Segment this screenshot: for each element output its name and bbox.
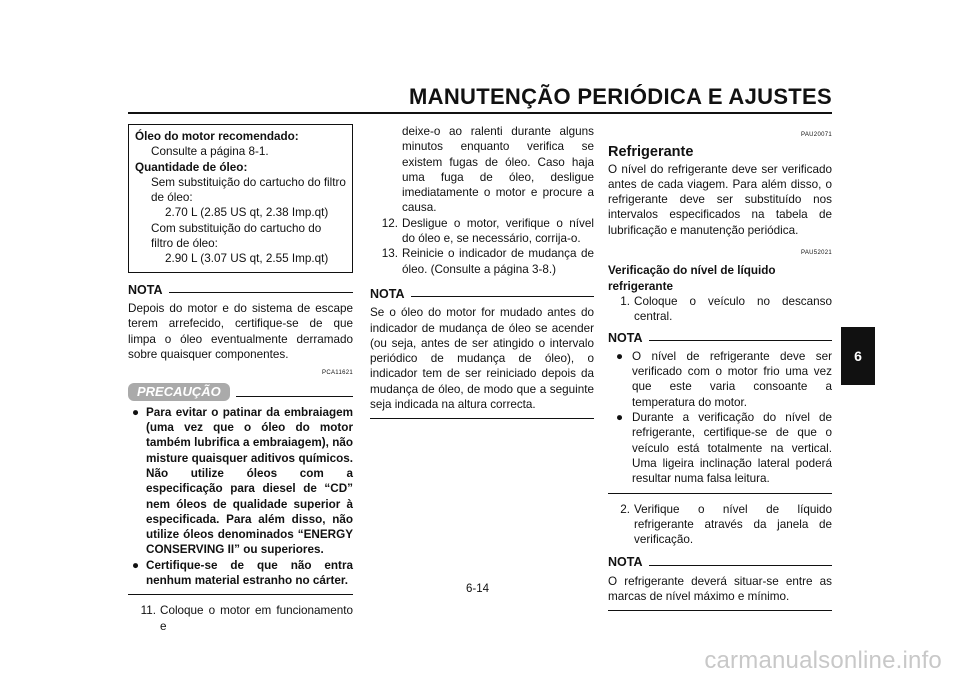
caution-heading: PRECAUÇÃO — [128, 383, 353, 401]
step-item: 1.Coloque o veículo no descanso central. — [620, 294, 832, 324]
ref-code: PAU20071 — [801, 132, 832, 138]
divider — [608, 492, 832, 494]
without-filter-value: 2.70 L (2.85 US qt, 2.38 Imp.qt) — [165, 206, 329, 220]
column-middle: deixe-o ao ralenti durante alguns minuto… — [370, 124, 594, 427]
caution-bullet: ●Certifique-se de que não entra nenhum m… — [132, 558, 353, 588]
caution-bullet: ●Para evitar o patinar da embraiagem (um… — [132, 405, 353, 557]
ref-code: PCA11621 — [322, 370, 353, 377]
subsection-title: Verificação do nível de líquido refriger… — [608, 264, 776, 293]
with-filter-label: Com substituição do cartucho do filtro d… — [151, 221, 322, 251]
step-item: 12.Desligue o motor, verifique o nível d… — [381, 216, 594, 246]
nota-bullet: ●Durante a verificação do nível de refri… — [616, 411, 832, 486]
divider — [370, 418, 594, 420]
column-left: Óleo do motor recomendado: Consulte a pá… — [128, 124, 353, 634]
section-intro: O nível do refrigerante deve ser verific… — [608, 162, 832, 237]
oil-spec-box: Óleo do motor recomendado: Consulte a pá… — [128, 124, 353, 273]
oil-value: Consulte a página 8-1. — [151, 145, 269, 159]
divider — [608, 610, 832, 612]
watermark: carmanualsonline.info — [704, 647, 942, 674]
nota-heading: NOTA — [128, 283, 353, 298]
chapter-tab: 6 — [841, 327, 875, 385]
divider — [128, 594, 353, 596]
column-right: PAU20071 Refrigerante O nível do refrige… — [608, 124, 832, 619]
nota-text: Depois do motor e do sistema de escape t… — [128, 301, 353, 361]
oil-label: Óleo do motor recomendado: — [135, 130, 299, 143]
qty-label: Quantidade de óleo: — [135, 160, 248, 174]
page-title: MANUTENÇÃO PERIÓDICA E AJUSTES — [409, 84, 832, 109]
ref-code: PAU52021 — [801, 250, 832, 257]
nota-heading: NOTA — [608, 555, 832, 570]
nota-bullet: ●O nível de refrigerante deve ser verifi… — [616, 349, 832, 409]
section-title: Refrigerante — [608, 144, 694, 161]
step-item: 11.Coloque o motor em funcionamento e — [140, 604, 353, 633]
page-number: 6-14 — [466, 583, 490, 595]
nota-heading: NOTA — [370, 287, 594, 302]
step-item: 13.Reinicie o indicador de mudança de ól… — [381, 247, 594, 276]
nota-heading: NOTA — [608, 331, 832, 346]
nota-text: O refrigerante deverá situar-se entre as… — [608, 574, 832, 604]
step-continuation: deixe-o ao ralenti durante alguns minuto… — [402, 125, 594, 215]
step-item: 2.Verifique o nível de líquido refrigera… — [620, 502, 832, 547]
header-rule — [128, 112, 832, 114]
without-filter-label: Sem substituição do cartucho do filtro d… — [151, 175, 346, 205]
with-filter-value: 2.90 L (3.07 US qt, 2.55 Imp.qt) — [165, 252, 329, 266]
nota-text: Se o óleo do motor for mudado antes do i… — [370, 306, 594, 412]
